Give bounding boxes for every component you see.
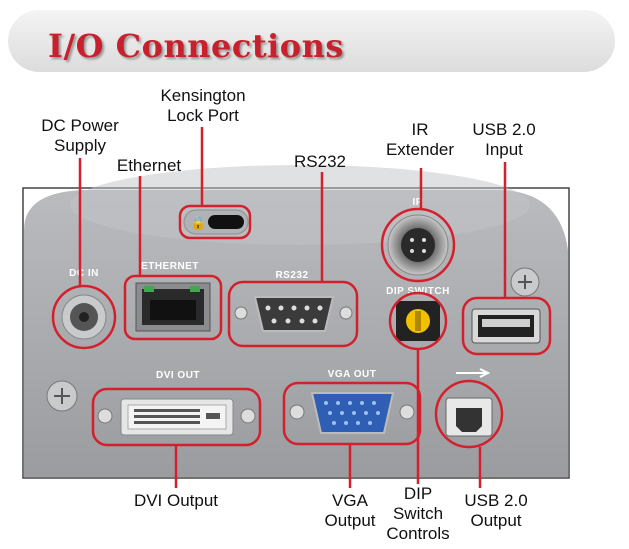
highlight-rs232 — [227, 280, 359, 348]
label-ethernet: ETHERNET — [141, 261, 199, 272]
callout-dc-power-line2: Supply — [54, 136, 106, 155]
callout-usb-output-line2: Output — [470, 511, 522, 530]
callout-dip-line3: Controls — [386, 524, 450, 543]
label-ir: IR — [413, 197, 424, 208]
kensington-slot — [208, 215, 244, 229]
callout-vga: VGA Output — [300, 491, 400, 531]
callout-usb-output: USB 2.0 Output — [448, 491, 544, 531]
callout-ir-line2: Extender — [385, 140, 455, 159]
title-banner: I/O Connections — [8, 10, 615, 72]
callout-dvi: DVI Output — [133, 491, 219, 510]
callout-dip-line2: Switch — [392, 504, 444, 523]
label-dc-in: DC IN — [69, 268, 99, 279]
callout-usb-input-line2: Input — [485, 140, 523, 159]
label-dip-switch: DIP SWITCH — [386, 286, 450, 297]
highlight-ir — [380, 207, 456, 283]
callout-kensington: Kensington Lock Port — [148, 86, 258, 126]
callout-vga-line1: VGA — [332, 491, 368, 510]
callout-ir: IR Extender — [372, 120, 468, 160]
callout-usb-output-line1: USB 2.0 — [464, 491, 528, 510]
callout-vga-line2: Output — [324, 511, 376, 530]
callout-dc-power-line1: DC Power — [41, 116, 119, 135]
callout-usb-input: USB 2.0 Input — [462, 120, 546, 160]
callout-kensington-line2: Lock Port — [167, 106, 239, 125]
callout-ethernet: Ethernet — [116, 156, 182, 175]
callout-rs232: RS232 — [294, 152, 346, 171]
highlight-vga — [282, 381, 422, 446]
callout-kensington-line1: Kensington — [160, 86, 246, 105]
callout-dc-power: DC Power Supply — [30, 116, 130, 156]
highlight-kensington — [178, 204, 252, 240]
leader-lines — [78, 127, 507, 488]
callout-dip: DIP Switch Controls — [378, 484, 458, 544]
callout-usb-input-line1: USB 2.0 — [472, 120, 536, 139]
highlight-ethernet — [123, 274, 223, 341]
label-dvi-out: DVI OUT — [156, 370, 200, 381]
page-title: I/O Connections — [48, 27, 344, 65]
lock-icon: 🔒 — [190, 216, 206, 231]
callout-ir-line1: IR — [411, 120, 429, 139]
label-rs232: RS232 — [275, 270, 308, 281]
highlight-usb-output — [434, 379, 504, 449]
callout-dip-line1: DIP — [403, 484, 433, 503]
highlight-dc-in — [51, 284, 117, 350]
label-vga-out: VGA OUT — [328, 369, 377, 380]
highlight-usb-input — [461, 296, 552, 356]
